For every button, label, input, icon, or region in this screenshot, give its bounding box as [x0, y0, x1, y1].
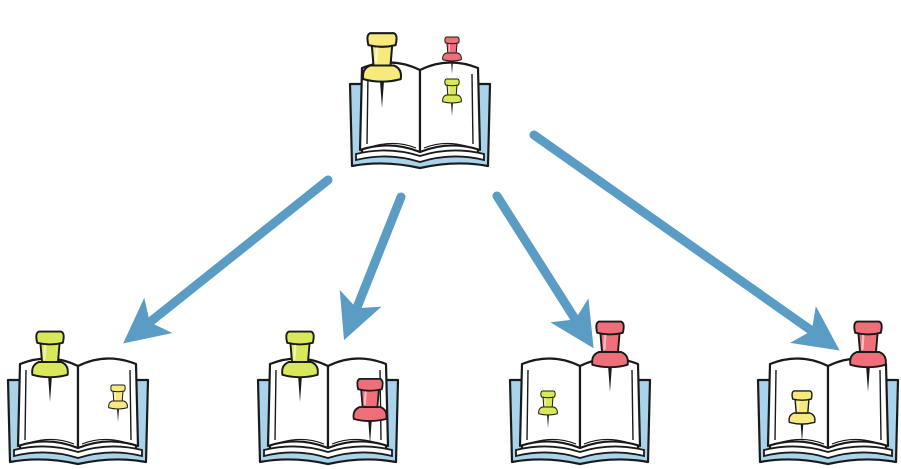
- source-book: [348, 31, 492, 170]
- open-book-icon: [756, 357, 900, 466]
- arrow-icon: [123, 175, 333, 344]
- target-book-4: [756, 320, 900, 466]
- target-book-1: [6, 330, 150, 466]
- arrows: [123, 130, 840, 351]
- arrow-icon: [529, 130, 840, 351]
- arrow-icon: [339, 192, 406, 341]
- open-book-icon: [6, 357, 150, 466]
- arrow-icon: [492, 191, 594, 349]
- target-book-3: [508, 320, 652, 466]
- open-book-icon: [508, 357, 652, 466]
- target-book-2: [256, 330, 400, 466]
